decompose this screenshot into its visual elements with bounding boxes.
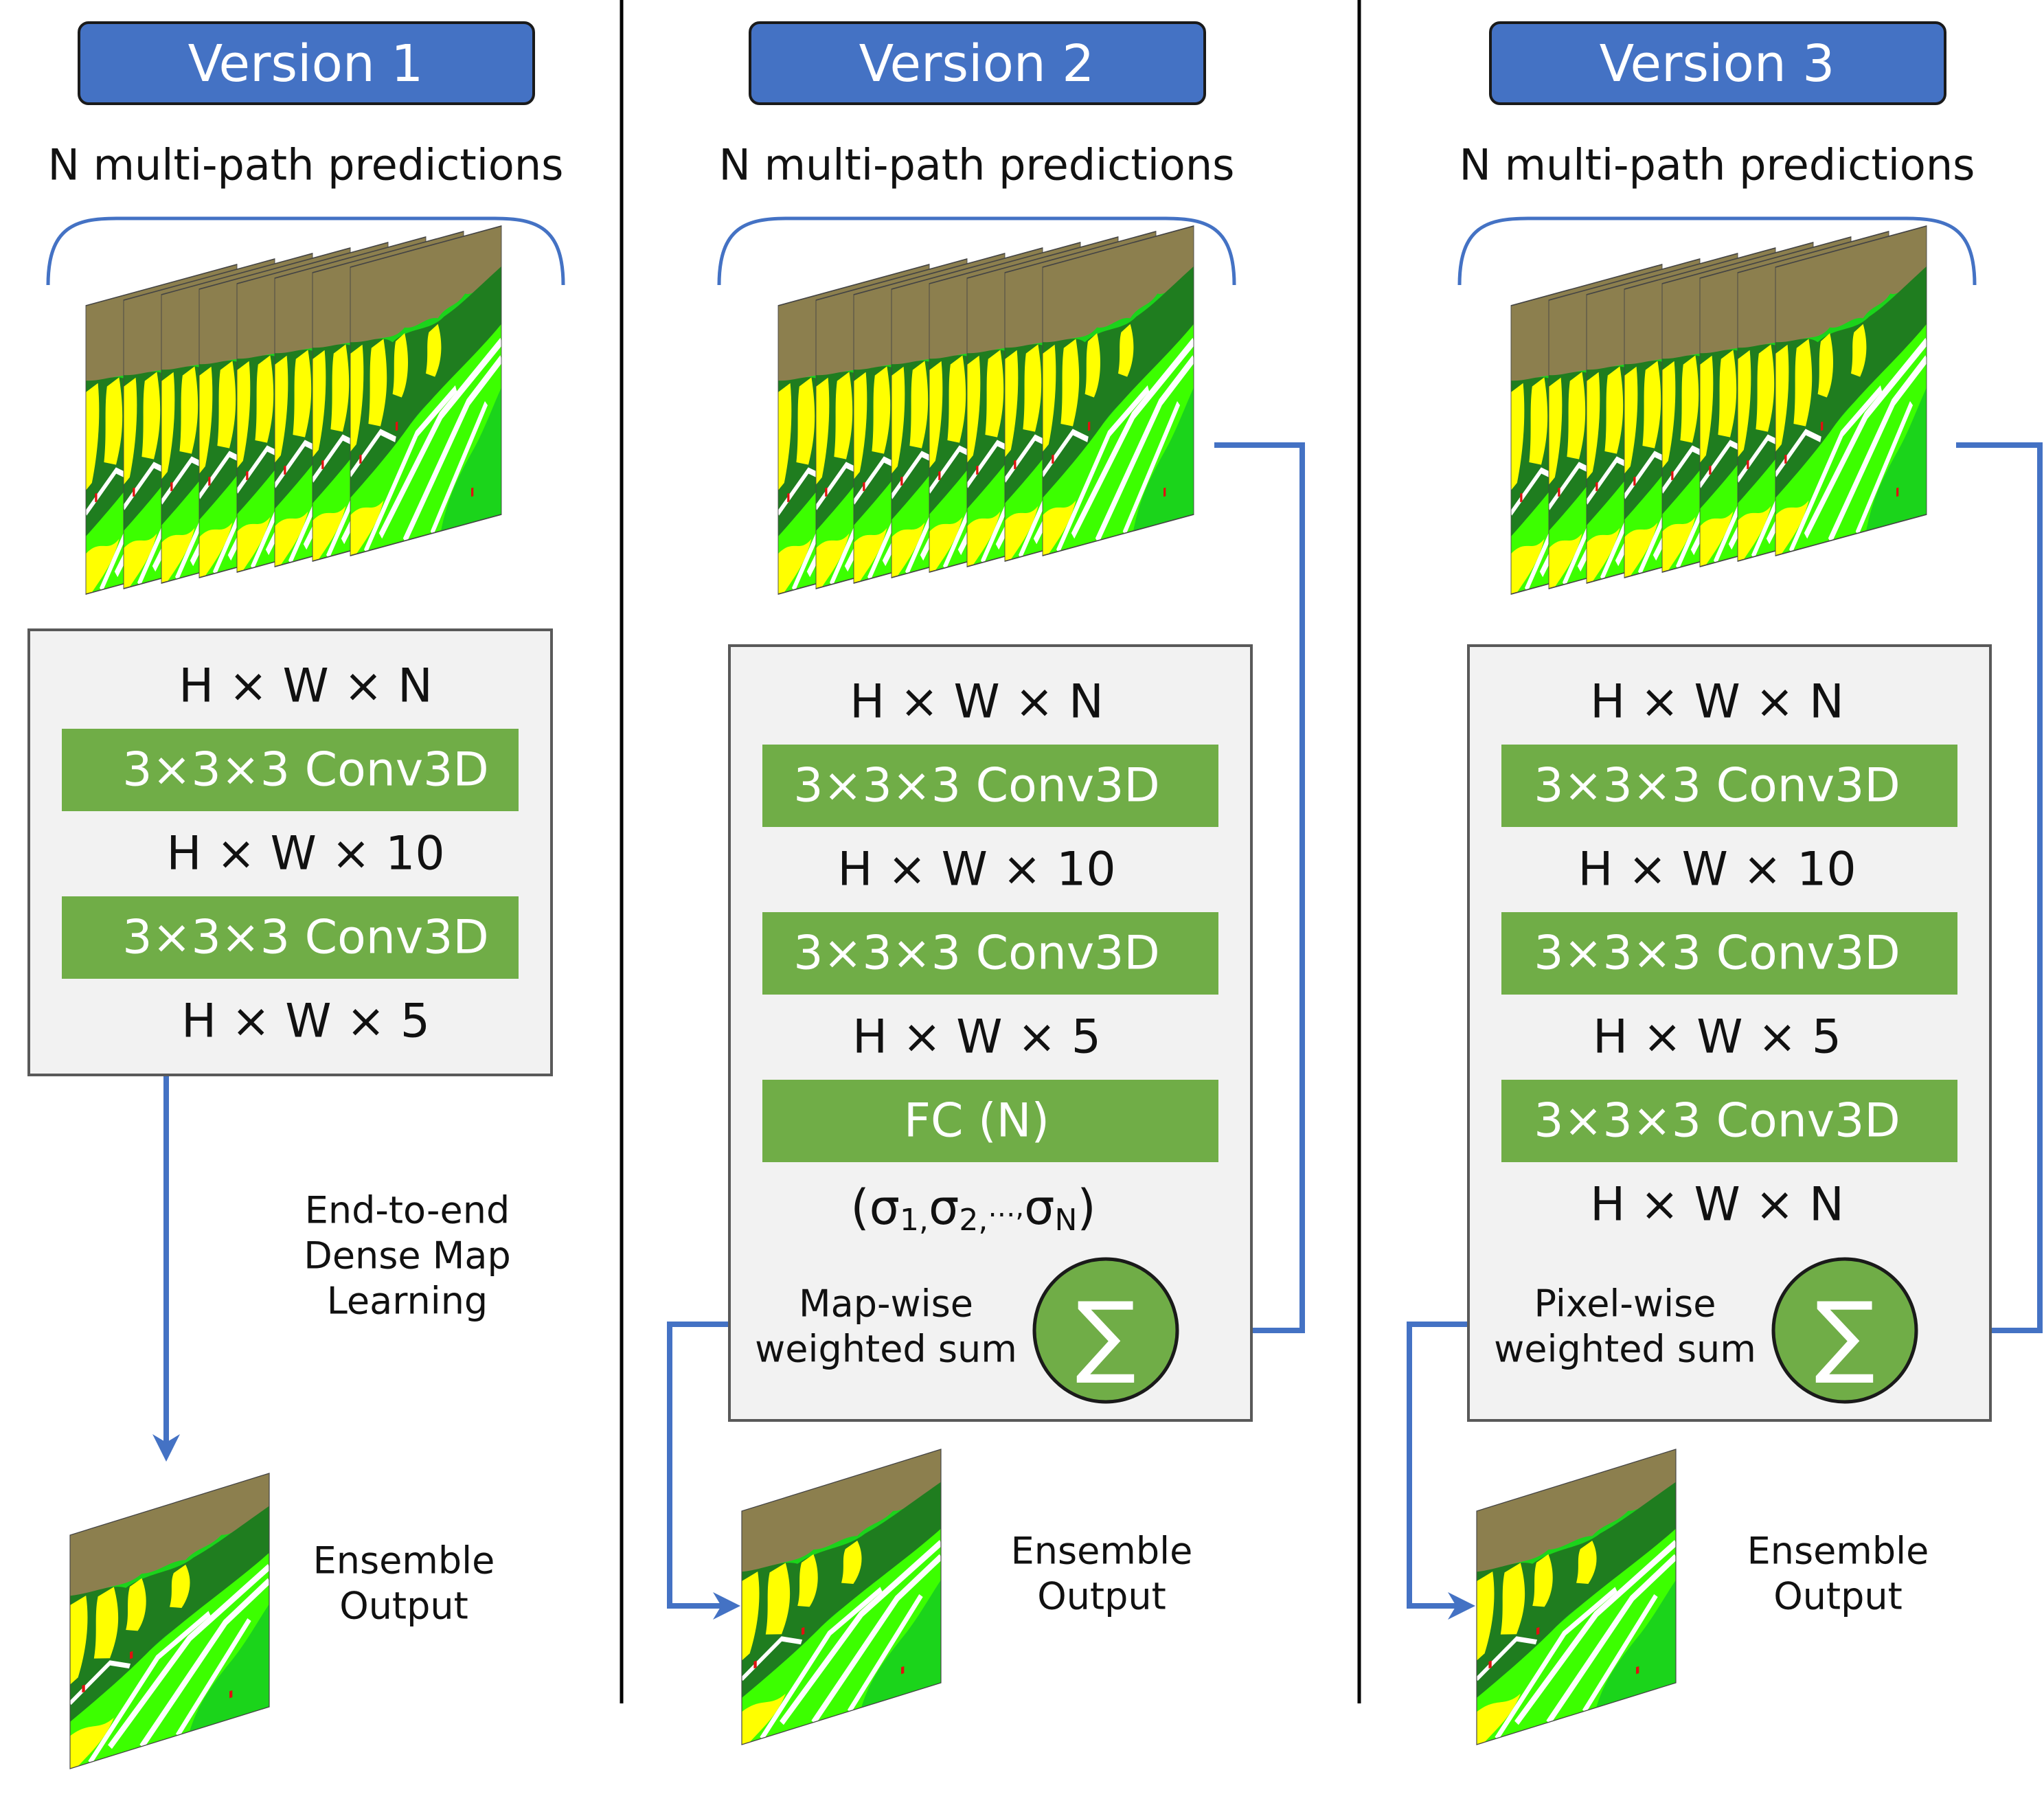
map-border [350, 225, 502, 556]
map-image [70, 1473, 269, 1769]
map-image [1043, 226, 1194, 556]
arrow-note: End-to-end [305, 1189, 510, 1232]
layer-label: 3×3×3 Conv3D [1534, 759, 1900, 813]
sum-circle [1032, 1257, 1179, 1404]
dimension-label: H × W × 5 [181, 995, 430, 1049]
map-border [1042, 225, 1194, 556]
map-image [350, 226, 501, 556]
version-label: Version 2 [859, 34, 1095, 93]
output-arrow [667, 1322, 740, 1620]
ensemble-output-map [70, 1473, 269, 1769]
layer-block [62, 729, 519, 811]
sigma-part: …, [988, 1192, 1024, 1223]
layer-block [762, 745, 1218, 827]
version-header [78, 21, 535, 105]
shape-layer [27, 21, 1992, 1769]
layer-label: 3×3×3 Conv3D [122, 743, 488, 797]
prediction-map [1043, 226, 1194, 556]
prediction-map [350, 226, 501, 556]
map-image [1775, 226, 1927, 556]
map-image [742, 1449, 941, 1745]
map-border [69, 1473, 270, 1769]
sigma-part: ( [850, 1179, 869, 1236]
sum-circle [1771, 1257, 1918, 1404]
sum-label: Pixel-wise [1534, 1282, 1716, 1326]
text-layer: Version 1 N multi-path predictions H × W ×… [48, 34, 1975, 1628]
layer-block [1501, 1080, 1957, 1162]
sigma-part: N [1054, 1203, 1077, 1238]
arrow-note: Dense Map [304, 1234, 511, 1278]
brace-line [717, 216, 1236, 286]
map-border [1775, 225, 1927, 556]
sum-symbol: ∑ [1076, 1282, 1136, 1387]
sigma-part: σ [870, 1179, 900, 1236]
dimension-label: H × W × 5 [1593, 1010, 1841, 1065]
output-label: Ensemble [1747, 1530, 1929, 1573]
dimension-label: H × W × 10 [837, 843, 1115, 897]
sigma-part: σ [929, 1179, 959, 1236]
dimension-label: H × W × 10 [1578, 843, 1856, 897]
layer-label: 3×3×3 Conv3D [1534, 927, 1900, 981]
output-label: Output [339, 1585, 468, 1628]
version-header [1489, 21, 1946, 105]
layer-block [762, 1080, 1218, 1162]
output-label: Output [1773, 1575, 1903, 1618]
layer-block [1501, 912, 1957, 995]
sigma-part: σ [1024, 1179, 1054, 1236]
map-border [1476, 1449, 1677, 1745]
sum-label: Map-wise [799, 1282, 973, 1326]
layer-label: 3×3×3 Conv3D [1534, 1094, 1900, 1148]
version-label: Version 3 [1600, 34, 1835, 93]
layer-label: 3×3×3 Conv3D [793, 759, 1159, 813]
predictions-label: N multi-path predictions [719, 140, 1235, 190]
sum-label: weighted sum [1494, 1328, 1756, 1371]
map-image [1477, 1449, 1676, 1745]
map-border [741, 1449, 942, 1745]
dimension-label: H × W × N [1590, 675, 1844, 729]
predictions-label: N multi-path predictions [48, 140, 564, 190]
dimension-label: H × W × N [1590, 1178, 1844, 1232]
layer-block [762, 912, 1218, 995]
layer-label: 3×3×3 Conv3D [793, 927, 1159, 981]
sigma-part: 2, [959, 1203, 988, 1238]
sigma-part: ) [1077, 1179, 1095, 1236]
output-label: Ensemble [313, 1539, 495, 1583]
layer-label: FC (N) [904, 1094, 1049, 1148]
prediction-map [1775, 226, 1927, 556]
brace-line [46, 216, 565, 286]
layer-label: 3×3×3 Conv3D [122, 911, 488, 965]
brace-line [1457, 216, 1977, 286]
layer-block [62, 896, 519, 979]
dimension-label: H × W × 5 [852, 1010, 1101, 1065]
output-arrow [1407, 1322, 1475, 1620]
sum-label: weighted sum [755, 1328, 1017, 1371]
version-header [749, 21, 1206, 105]
dimension-label: H × W × N [850, 675, 1104, 729]
layer-block [1501, 745, 1957, 827]
sum-symbol: ∑ [1815, 1282, 1875, 1387]
predictions-label: N multi-path predictions [1460, 140, 1975, 190]
sigma-part: 1, [900, 1203, 929, 1238]
sigma-weights: (σ1,σ2,…,σN) [850, 1179, 1095, 1238]
ensemble-output-map [742, 1449, 941, 1745]
output-label: Output [1037, 1575, 1166, 1618]
arrow-note: Learning [327, 1280, 488, 1323]
dimension-label: H × W × 10 [166, 827, 444, 881]
dimension-label: H × W × N [179, 659, 433, 714]
output-label: Ensemble [1011, 1530, 1193, 1573]
ensemble-output-map [1477, 1449, 1676, 1745]
processing-box [27, 628, 553, 1076]
version-label: Version 1 [188, 34, 424, 93]
